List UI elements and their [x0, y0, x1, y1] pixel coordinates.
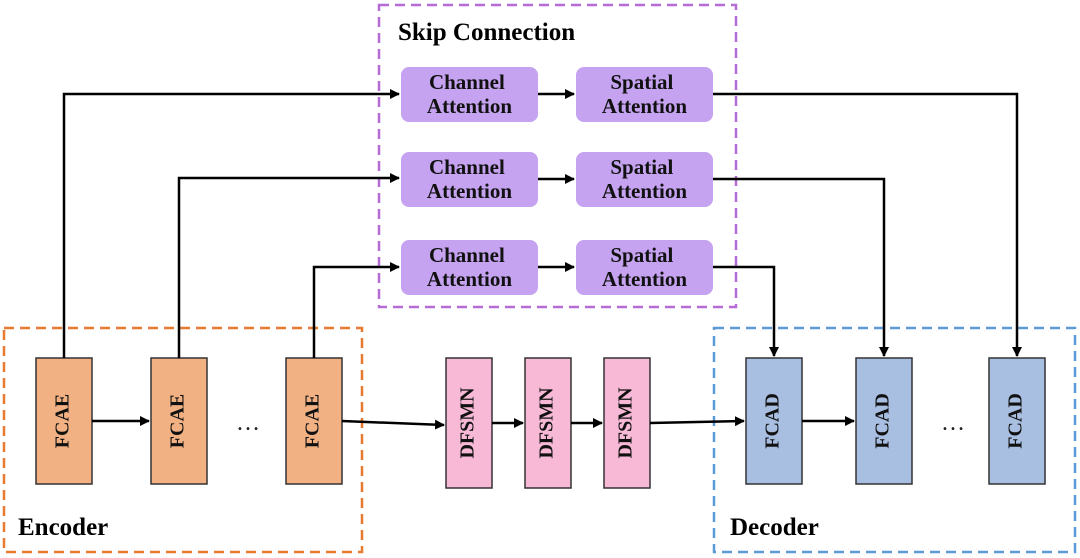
fcad-label: FCAD [1005, 393, 1027, 449]
fcae-block [285, 357, 343, 485]
arrow-dfsmn3-fcad1 [649, 416, 745, 427]
main-flow-arrows [92, 416, 855, 430]
fcad-label: FCAD [762, 393, 784, 449]
spatial-attention-box [576, 240, 713, 295]
dfsmn-block [524, 357, 572, 489]
dfsmn-label: DFSMN [615, 387, 637, 459]
dfsmn-label: DFSMN [536, 387, 558, 459]
channel-attention-label: Channel Attention [427, 155, 512, 203]
spatial-attention-label: Spatial Attention [602, 155, 687, 203]
skip-path-decoder-3 [713, 92, 1022, 357]
encoder-title: Encoder [18, 514, 108, 541]
fcad-block [745, 357, 803, 485]
channel-attention-box [401, 152, 538, 207]
attention-row-3: Channel Attention Spatial Attention [401, 240, 713, 295]
skip-connection-title: Skip Connection [398, 19, 575, 46]
fcae-label: FCAE [302, 394, 324, 448]
skip-connection-frame [377, 3, 738, 309]
spatial-attention-label: Spatial Attention [602, 243, 687, 291]
skip-path-encoder-2 [177, 173, 400, 358]
decoder-blocks: FCAD FCAD … FCAD [745, 357, 1046, 485]
fcad-block [855, 357, 913, 485]
encoder-ellipsis: … [236, 410, 260, 436]
channel-attention-label: Channel Attention [427, 70, 512, 118]
encoder-frame [2, 326, 364, 554]
fcad-block [988, 357, 1046, 485]
dfsmn-label: DFSMN [457, 387, 479, 459]
bottleneck-blocks: DFSMN DFSMN DFSMN [445, 357, 651, 489]
fcae-block [150, 357, 208, 485]
fcad-label: FCAD [872, 393, 894, 449]
encoder-blocks: FCAE FCAE … FCAE [35, 357, 343, 485]
skip-path-decoder-1 [713, 265, 779, 357]
attention-row-1: Channel Attention Spatial Attention [401, 67, 713, 122]
channel-attention-label: Channel Attention [427, 243, 512, 291]
decoder-frame [712, 326, 1077, 554]
arrow-fcae3-dfsmn1 [341, 419, 445, 430]
decoder-ellipsis: … [941, 410, 965, 436]
dfsmn-block [445, 357, 493, 489]
skip-path-encoder-3 [312, 262, 400, 358]
spatial-attention-box [576, 67, 713, 122]
decoder-title: Decoder [730, 514, 819, 541]
skip-path-encoder-1 [62, 89, 400, 358]
spatial-attention-box [576, 152, 713, 207]
fcae-label: FCAE [167, 394, 189, 448]
attention-row-2: Channel Attention Spatial Attention [401, 152, 713, 207]
dfsmn-block [603, 357, 651, 489]
spatial-attention-label: Spatial Attention [602, 70, 687, 118]
skip-path-decoder-2 [713, 177, 889, 357]
channel-attention-box [401, 240, 538, 295]
channel-attention-box [401, 67, 538, 122]
fcae-label: FCAE [52, 394, 74, 448]
skip-connection-arrows [62, 89, 1022, 358]
